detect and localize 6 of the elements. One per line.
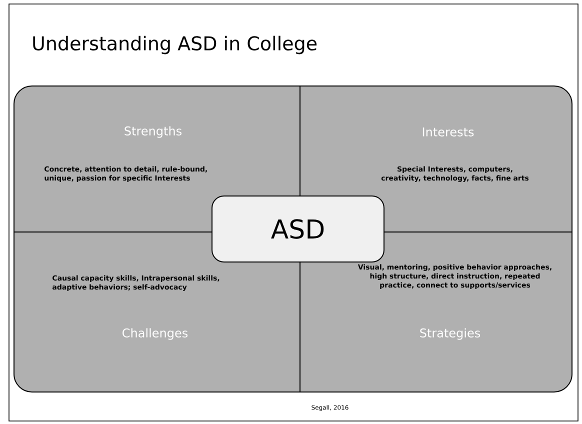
quadrant-heading: Strengths: [124, 126, 182, 138]
center-box: ASD: [212, 196, 384, 262]
quadrant-heading: Challenges: [122, 328, 188, 340]
quadrant-heading: Interests: [422, 128, 474, 136]
quadrant-heading: Strategies: [420, 328, 480, 340]
slide-title: Understanding ASD in College: [33, 36, 317, 54]
